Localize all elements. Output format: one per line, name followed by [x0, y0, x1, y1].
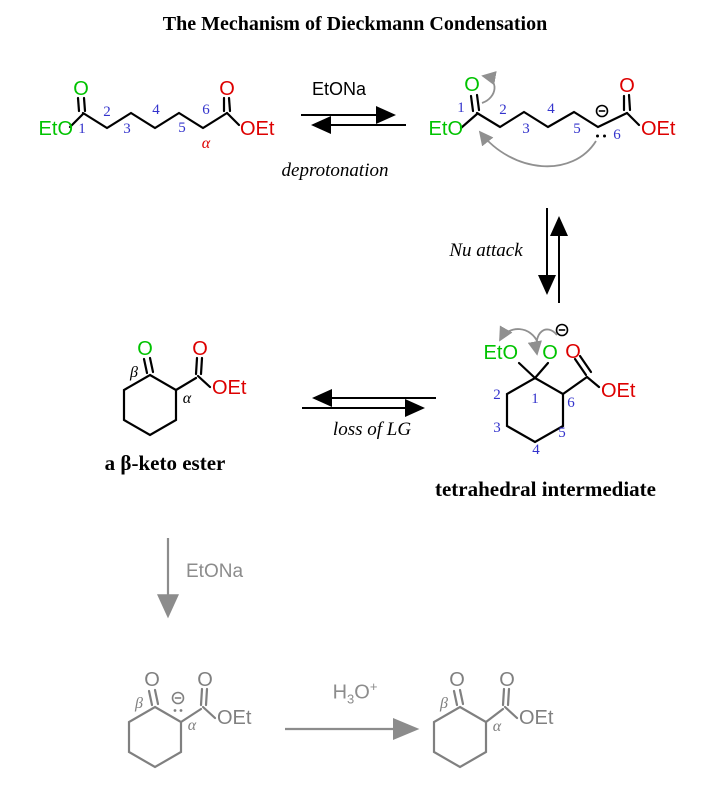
carbonyl-o-label: O	[565, 341, 581, 363]
structure-caption: tetrahedral intermediate	[434, 477, 656, 501]
beta-keto-ester-bonds	[122, 356, 212, 437]
carbon-number: 2	[493, 387, 501, 403]
carbon-number: 4	[532, 442, 540, 458]
carbon-number: 6	[613, 127, 621, 143]
eto-label: EtO	[484, 342, 518, 364]
carbon-number: 5	[178, 120, 186, 136]
page-title: The Mechanism of Dieckmann Condensation	[162, 13, 548, 35]
reagent-label: H3O+	[300, 679, 410, 707]
carbon-number: 5	[573, 121, 581, 137]
equilibrium-arrows-deprotonation	[301, 106, 406, 134]
carbonyl-o-label: O	[464, 74, 480, 96]
carbonyl-o-label: O	[197, 669, 213, 691]
keto-ester-enolate-bonds	[127, 687, 217, 769]
carbon-number: 4	[547, 101, 555, 117]
carbon-number: 4	[152, 102, 160, 118]
reaction-arrow-down	[157, 538, 179, 619]
acid-superscript: +	[369, 679, 378, 694]
carbon-number: 3	[493, 420, 501, 436]
tetrahedral-bonds	[505, 354, 601, 444]
equilibrium-arrows-nu-attack	[538, 208, 568, 303]
lone-pair-dots	[173, 709, 183, 712]
structure-caption: a β-keto ester	[104, 451, 226, 475]
carbon-number: 1	[531, 391, 539, 407]
alpha-label: α	[183, 390, 192, 407]
structure-diester: EtO O O OEt 1 2 3 4 5 6 α	[39, 78, 275, 152]
electron-pushing-arrow-alkoxide-to-c1	[527, 328, 558, 356]
carbon-number: 3	[123, 121, 131, 137]
structure-tetrahedral-intermediate: EtO O O OEt 1 2 3 4 5 6	[484, 323, 636, 458]
structure-product: O O OEt β α	[432, 669, 554, 769]
reaction-arrow-right	[285, 718, 420, 740]
oet-label: OEt	[601, 380, 636, 402]
alpha-label: α	[202, 135, 211, 152]
carbon-number: 6	[202, 102, 210, 118]
ketone-o-label: O	[449, 669, 465, 691]
beta-label: β	[439, 695, 448, 712]
structure-ester-enolate: EtO O O OEt 1 2 3 4 5 6	[429, 71, 676, 168]
carbon-number: 3	[522, 121, 530, 137]
alpha-label: α	[188, 717, 197, 734]
acid-h: H	[332, 681, 348, 704]
oet-label: OEt	[641, 118, 676, 140]
alkoxide-o-label: O	[542, 342, 558, 364]
carbonyl-o-label: O	[73, 78, 89, 100]
diester-bonds	[68, 96, 241, 130]
minus-charge-icon	[595, 104, 609, 118]
reagent-label: EtONa	[312, 79, 367, 99]
beta-label: β	[129, 364, 138, 381]
beta-label: β	[134, 695, 143, 712]
ester-enolate-bonds	[459, 93, 641, 130]
acid-o: O	[354, 681, 370, 704]
ketone-o-label: O	[144, 669, 160, 691]
product-bonds	[432, 687, 519, 769]
carbon-number: 2	[499, 102, 507, 118]
minus-charge-icon	[555, 323, 569, 337]
carbon-number: 1	[78, 121, 86, 137]
eto-label: EtO	[429, 118, 463, 140]
step-name: deprotonation	[281, 160, 389, 181]
structure-keto-ester-enolate: O O OEt β α	[127, 669, 252, 769]
carbon-number: 5	[558, 425, 566, 441]
reagent-label: EtONa	[186, 561, 244, 582]
eto-label: EtO	[39, 118, 73, 140]
oet-label: OEt	[519, 707, 554, 729]
equilibrium-arrows-loss-of-lg	[302, 389, 436, 417]
step-name: Nu attack	[449, 240, 523, 261]
minus-charge-icon	[171, 691, 185, 705]
carbonyl-o-label: O	[219, 78, 235, 100]
carbon-number: 2	[103, 104, 111, 120]
ketone-o-label: O	[137, 338, 153, 360]
step-name: loss of LG	[332, 419, 412, 440]
carbon-number: 6	[567, 395, 575, 411]
oet-label: OEt	[240, 118, 275, 140]
oet-label: OEt	[212, 377, 247, 399]
electron-pushing-arrow-pi-to-oxygen	[481, 71, 497, 104]
oet-label: OEt	[217, 707, 252, 729]
carbonyl-o-label: O	[619, 75, 635, 97]
lone-pair-dots	[596, 134, 606, 138]
electron-pushing-arrow-to-leaving-group	[499, 325, 539, 344]
carbonyl-o-label: O	[192, 338, 208, 360]
carbon-number: 1	[457, 100, 465, 116]
alpha-label: α	[493, 718, 502, 735]
electron-pushing-arrow-carbanion-to-c1	[478, 130, 597, 168]
carbonyl-o-label: O	[499, 669, 515, 691]
structure-beta-keto-ester: O O OEt β α	[122, 338, 247, 437]
acid-subscript: 3	[347, 691, 355, 707]
